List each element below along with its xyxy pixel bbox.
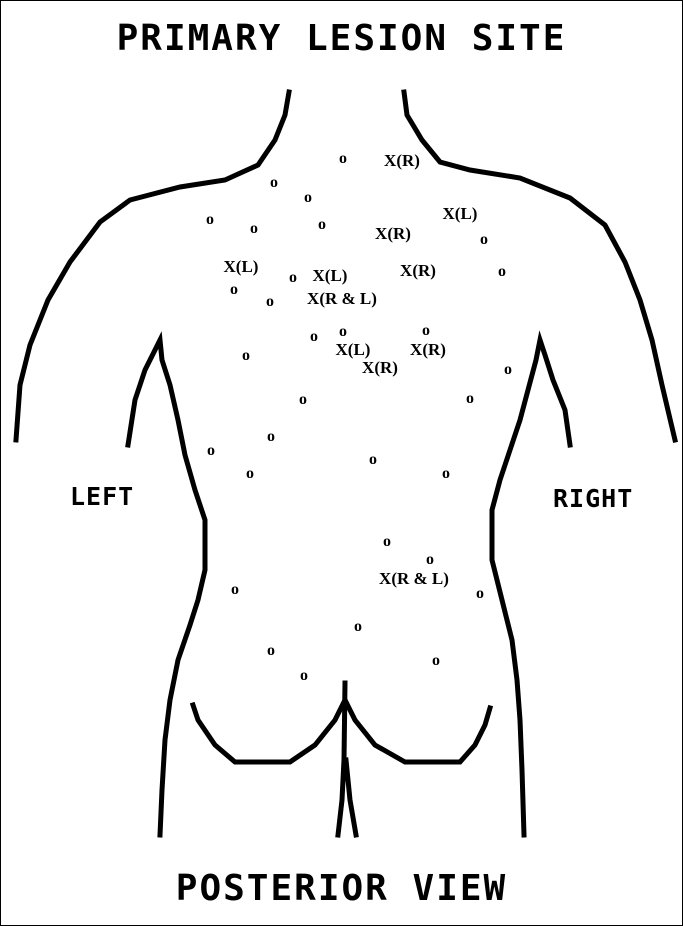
- lesion-marker-x: X(L): [443, 204, 478, 223]
- right-side-label: RIGHT: [553, 484, 633, 513]
- lesion-marker-o: o: [466, 390, 474, 407]
- lesion-marker-o: o: [230, 281, 238, 298]
- lesion-marker-o: o: [266, 293, 274, 310]
- right-torso-outline: [492, 340, 570, 835]
- lesion-marker-x: X(R): [362, 358, 398, 377]
- lesion-marker-o: o: [339, 150, 347, 167]
- lesion-marker-o: o: [300, 667, 308, 684]
- lesion-marker-x: X(R & L): [379, 569, 449, 588]
- lesion-marker-o: o: [318, 216, 326, 233]
- buttocks-outline: [193, 700, 490, 762]
- lesion-marker-o: o: [432, 652, 440, 669]
- lesion-marker-o: o: [299, 391, 307, 408]
- lesion-marker-o: o: [304, 189, 312, 206]
- view-label: POSTERIOR VIEW: [0, 868, 683, 909]
- lesion-marker-o: o: [504, 361, 512, 378]
- lesion-marker-o: o: [426, 551, 434, 568]
- lesion-marker-o: o: [422, 322, 430, 339]
- lesion-marker-o: o: [339, 323, 347, 340]
- lesion-marker-o: o: [310, 328, 318, 345]
- lesion-marker-o: o: [206, 211, 214, 228]
- lesion-marker-o: o: [383, 533, 391, 550]
- lesion-marker-o: o: [267, 642, 275, 659]
- lesion-marker-x: X(R): [400, 261, 436, 280]
- lesion-marker-o: o: [369, 451, 377, 468]
- lesion-marker-x: X(L): [336, 340, 371, 359]
- lesion-marker-o: o: [246, 465, 254, 482]
- lesion-marker-o: o: [442, 465, 450, 482]
- lesion-marker-o: o: [498, 263, 506, 280]
- lesion-marker-o: o: [231, 581, 239, 598]
- lesion-marker-x: X(R): [410, 340, 446, 359]
- left-torso-outline: [128, 340, 205, 835]
- lesion-marker-x: X(L): [313, 266, 348, 285]
- lesion-marker-o: o: [242, 347, 250, 364]
- lesion-marker-o: o: [207, 442, 215, 459]
- lesion-marker-x: X(R): [384, 151, 420, 170]
- lesion-marker-o: o: [476, 585, 484, 602]
- lesion-marker-x: X(L): [224, 257, 259, 276]
- lesion-marker-o: o: [289, 269, 297, 286]
- lesion-marker-o: o: [480, 231, 488, 248]
- lesion-marker-x: X(R & L): [307, 289, 377, 308]
- lesion-marker-o: o: [270, 174, 278, 191]
- lesion-marker-o: o: [354, 618, 362, 635]
- lesion-marker-o: o: [267, 428, 275, 445]
- lesion-marker-x: X(R): [375, 224, 411, 243]
- left-side-label: LEFT: [70, 482, 134, 511]
- lesion-marker-o: o: [250, 220, 258, 237]
- right-shoulder-outline: [404, 92, 675, 440]
